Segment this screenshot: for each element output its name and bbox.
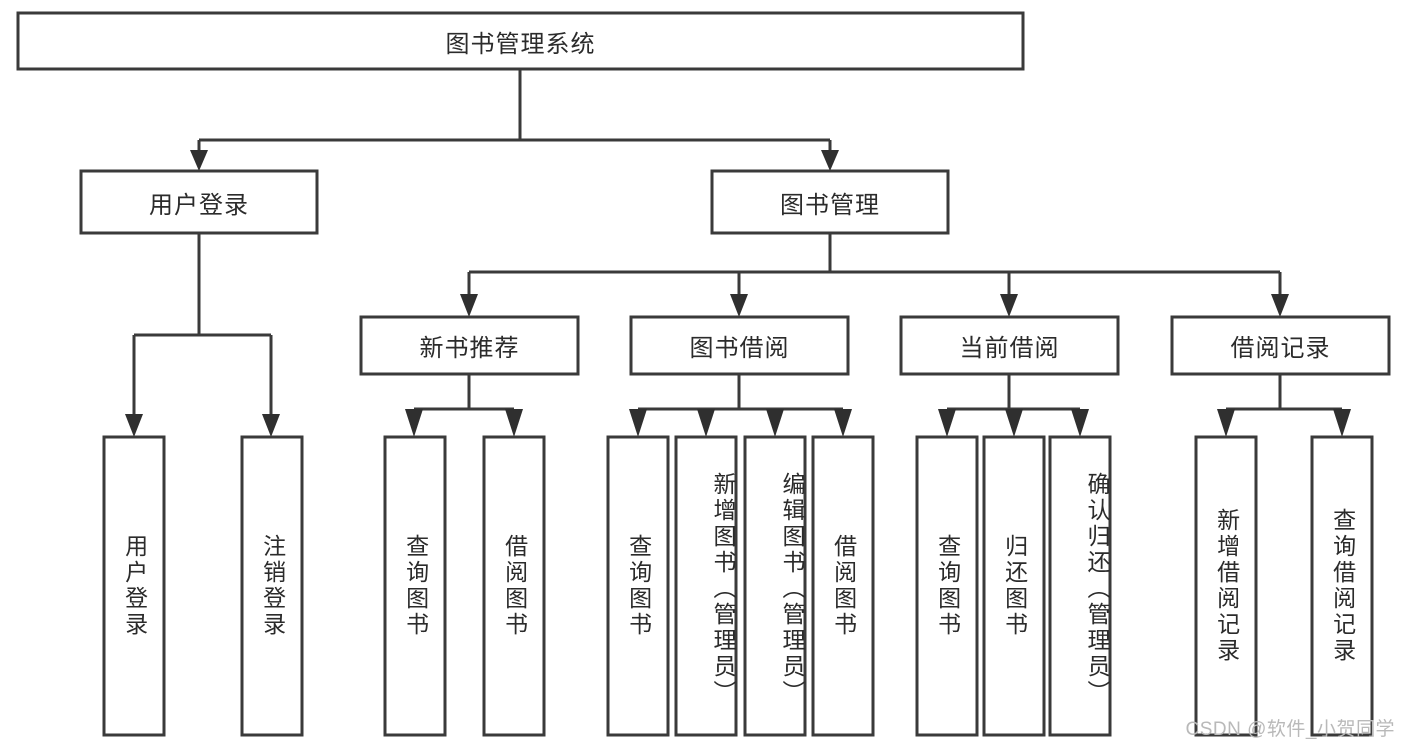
connector-new-book-recommend-to-leaves — [405, 374, 523, 437]
arrow-head-user-login — [190, 150, 208, 171]
connector-book-borrow-to-leaves — [629, 374, 852, 437]
connector-root-to-level2 — [190, 69, 839, 171]
node-leaf-logout[interactable] — [240, 435, 304, 737]
node-root-system[interactable] — [16, 11, 1025, 71]
arrow-head-leaf-query-book-recommend — [405, 409, 423, 437]
arrow-head-leaf-confirm-return — [1071, 409, 1089, 437]
arrow-head-book-management — [821, 150, 839, 171]
node-leaf-borrow-book-recommend[interactable] — [482, 435, 546, 737]
node-leaf-return-book[interactable] — [982, 435, 1046, 737]
node-leaf-user-login[interactable] — [102, 435, 166, 737]
node-leaf-borrow-book[interactable] — [811, 435, 875, 737]
connector-borrow-record-to-leaves — [1217, 374, 1351, 437]
arrow-head-leaf-query-record — [1333, 409, 1351, 437]
arrow-head-leaf-add-record — [1217, 409, 1235, 437]
arrow-head-leaf-edit-book — [766, 409, 784, 437]
node-leaf-confirm-return[interactable] — [1048, 435, 1112, 737]
node-current-borrow[interactable] — [899, 315, 1120, 376]
node-leaf-add-record[interactable] — [1194, 435, 1258, 737]
node-leaf-query-record[interactable] — [1310, 435, 1374, 737]
node-new-book-recommend[interactable] — [359, 315, 580, 376]
node-leaf-query-book-borrow[interactable] — [606, 435, 670, 737]
arrow-head-leaf-borrow-book-recommend — [505, 409, 523, 437]
connector-current-borrow-to-leaves — [938, 374, 1089, 437]
arrow-head-new-book-recommend — [460, 294, 478, 317]
arrow-head-leaf-query-book-borrow — [629, 409, 647, 437]
node-user-login[interactable] — [79, 169, 319, 235]
arrow-head-leaf-user-login — [125, 414, 143, 437]
node-leaf-query-book-recommend[interactable] — [383, 435, 447, 737]
arrow-head-current-borrow — [1000, 294, 1018, 317]
node-leaf-add-book[interactable] — [674, 435, 738, 737]
node-book-borrow[interactable] — [629, 315, 850, 376]
arrow-head-leaf-return-book — [1005, 409, 1023, 437]
connector-user-login-to-leaves — [125, 233, 280, 437]
node-borrow-record[interactable] — [1170, 315, 1391, 376]
arrow-head-borrow-record — [1271, 294, 1289, 317]
connector-book-management-to-level3 — [460, 233, 1289, 317]
arrow-head-leaf-query-book-current — [938, 409, 956, 437]
node-leaf-edit-book[interactable] — [743, 435, 807, 737]
arrow-head-leaf-borrow-book — [834, 409, 852, 437]
node-leaf-query-book-current[interactable] — [915, 435, 979, 737]
arrow-head-book-borrow — [730, 294, 748, 317]
watermark-text: CSDN @软件_小贺同学 — [1185, 719, 1395, 740]
node-book-management[interactable] — [710, 169, 950, 235]
arrow-head-leaf-logout — [262, 414, 280, 437]
arrow-head-leaf-add-book — [697, 409, 715, 437]
